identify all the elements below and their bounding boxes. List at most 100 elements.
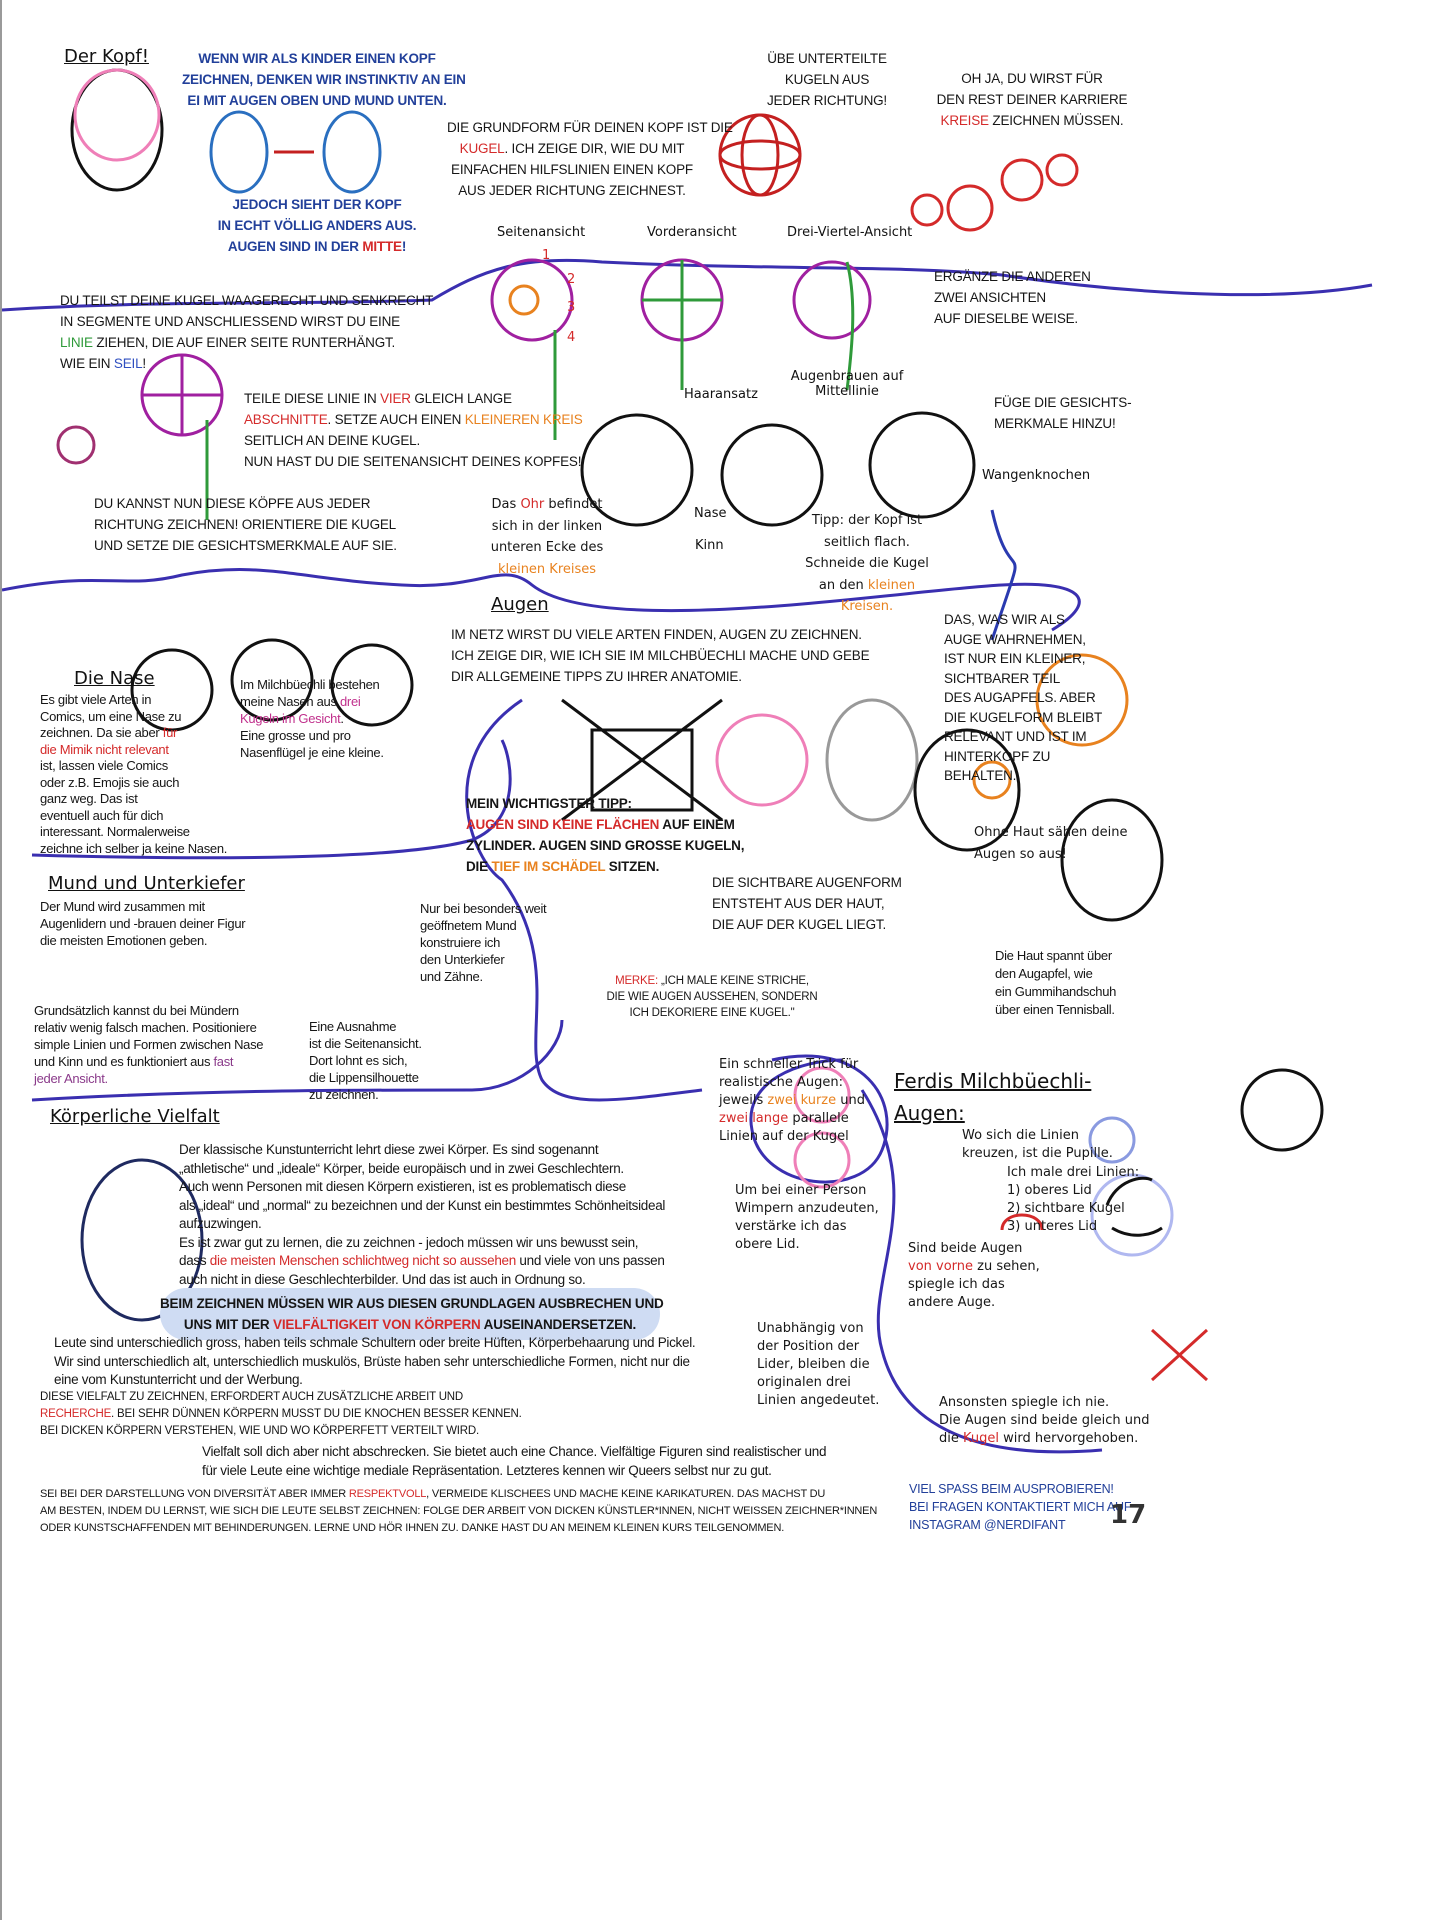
text-segment: : der Kopf ist	[839, 513, 923, 528]
text-line: TEILE DIESE LINIE IN VIER GLEICH LANGE	[244, 388, 583, 409]
segment-number-1: 1	[542, 248, 551, 263]
text-line: Comics, um eine Nase zu	[40, 709, 227, 726]
text-segment: ODER KUNSTSCHAFFENDEN MIT BEHINDERUNGEN.…	[40, 1522, 785, 1534]
text-segment: seitlich flach.	[824, 534, 910, 550]
segment-number-3: 3	[567, 300, 576, 315]
text-segment: zu zeichnen.	[309, 1087, 379, 1102]
text-line: die Kugel wird hervorgehoben.	[939, 1430, 1149, 1448]
text-line: 2) sichtbare Kugel	[1007, 1200, 1139, 1218]
text-segment: für viele Leute eine wichtige mediale Re…	[202, 1463, 772, 1478]
text-segment: über einen Tennisball.	[995, 1002, 1115, 1017]
text-segment: den Unterkiefer	[420, 952, 505, 967]
text-segment: Die Haut spannt über	[995, 948, 1112, 963]
text-line: VIEL SPASS BEIM AUSPROBIEREN!	[909, 1480, 1131, 1498]
text-line: über einen Tennisball.	[995, 1001, 1116, 1019]
text-segment: eine vom Kunstunterricht und der Werbung…	[54, 1372, 303, 1387]
text-segment: Auch wenn Personen mit diesen Körpern ex…	[179, 1179, 626, 1194]
text-line: DIR ALLGEMEINE TIPPS ZU IHRER ANATOMIE.	[451, 666, 869, 687]
text-line: eine vom Kunstunterricht und der Werbung…	[54, 1371, 695, 1390]
text-segment: als „ideal“ und „normal“ zu bezeichnen u…	[179, 1197, 666, 1213]
text-line: NUN HAST DU DIE SEITENANSICHT DEINES KOP…	[244, 451, 583, 472]
highlighted-text: TIEF IM SCHÄDEL	[491, 859, 606, 874]
front-view-icon	[640, 258, 724, 342]
text-segment: DIE	[466, 859, 492, 874]
text-segment: RELEVANT UND IST IM	[944, 729, 1087, 744]
text-segment: Grundsätzlich kannst du bei Mündern	[34, 1003, 239, 1018]
text-segment: kreuzen, ist die Pupille.	[962, 1146, 1113, 1161]
label-augenbrauen-1: Augenbrauen auf	[790, 369, 904, 384]
text-line: ICH DEKORIERE EINE KUGEL."	[592, 1005, 832, 1021]
section-title-kopf: Der Kopf!	[64, 46, 149, 67]
text-segment: Der Mund wird zusammen mit	[40, 899, 205, 914]
text-line: AUGEN SIND KEINE FLÄCHEN AUF EINEM	[466, 814, 744, 835]
text-segment: Linien auf der Kugel	[719, 1129, 849, 1144]
text-line: originalen drei	[757, 1374, 879, 1392]
text-line: seitlich flach.	[792, 532, 942, 554]
text-netz: IM NETZ WIRST DU VIELE ARTEN FINDEN, AUG…	[451, 624, 870, 687]
text-line: andere Auge.	[908, 1294, 1040, 1312]
highlighted-text: LINIE	[60, 335, 93, 350]
text-line: SICHTBARER TEIL	[944, 669, 1102, 689]
text-line: ganz weg. Das ist	[40, 791, 227, 808]
text-line: AUF DIESELBE WEISE.	[934, 308, 1091, 329]
text-segment: Es gibt viele Arten in	[40, 692, 152, 707]
text-segment: JEDOCH SIEHT DER KOPF	[232, 197, 402, 212]
text-segment: DIESE VIELFALT ZU ZEICHNEN, ERFORDERT AU…	[40, 1391, 464, 1403]
text-segment: Lider, bleiben die	[757, 1357, 870, 1372]
text-line: RICHTUNG ZEICHNEN! ORIENTIERE DIE KUGEL	[94, 514, 397, 535]
text-segment: EINFACHEN HILFSLINIEN EINEN KOPF	[451, 162, 693, 177]
text-line: oder z.B. Emojis sie auch	[40, 775, 227, 792]
text-line: ERGÄNZE DIE ANDEREN	[934, 266, 1091, 287]
text-segment: meine Nasen aus	[240, 694, 340, 709]
text-segment: Wo sich die Linien	[962, 1128, 1080, 1143]
text-segment: DIR ALLGEMEINE TIPPS ZU IHRER ANATOMIE.	[451, 669, 742, 684]
text-line: Der Mund wird zusammen mit	[40, 898, 245, 915]
text-line: Unabhängig von	[757, 1320, 879, 1338]
text-line: OH JA, DU WIRST FÜR	[932, 68, 1132, 89]
text-line: Sind beide Augen	[908, 1240, 1040, 1258]
text-line: Augen so aus!	[974, 844, 1128, 866]
text-line: LINIE ZIEHEN, DIE AUF EINER SEITE RUNTER…	[60, 332, 433, 353]
text-line: unteren Ecke des	[482, 537, 612, 559]
text-line: ICH ZEIGE DIR, WIE ICH SIE IM MILCHBÜECH…	[451, 645, 870, 666]
page-number: 17	[1110, 1500, 1147, 1530]
text-line: Leute sind unterschiedlich gross, haben …	[54, 1334, 696, 1353]
highlighted-text: kleinen Kreises	[497, 561, 597, 577]
text-segment: obere Lid.	[735, 1237, 800, 1252]
label-haaransatz: Haaransatz	[684, 387, 758, 402]
text-line: Kugeln im Gesicht.	[240, 710, 384, 727]
text-line: SEITLICH AN DEINE KUGEL.	[244, 430, 583, 451]
text-line: Ansonsten spiegle ich nie.	[939, 1394, 1149, 1412]
text-line: Schneide die Kugel	[792, 553, 942, 575]
text-line: verstärke ich das	[735, 1218, 879, 1236]
text-segment: oder z.B. Emojis sie auch	[40, 774, 180, 790]
text-segment: AM BESTEN, INDEM DU LERNST, WIE SICH DIE…	[40, 1505, 878, 1517]
highlighted-text: die Mimik nicht relevant	[40, 741, 169, 757]
text-line: MEIN WICHTIGSTER TIPP:	[466, 793, 744, 814]
text-line: Ein schneller Trick für	[719, 1056, 865, 1074]
text-line: IN ECHT VÖLLIG ANDERS AUS.	[202, 215, 432, 236]
text-segment: IST NUR EIN KLEINER,	[944, 651, 1086, 666]
highlighted-text: KLEINEREN KREIS	[464, 412, 583, 427]
text-segment: DIE WIE AUGEN AUSSEHEN, SONDERN	[606, 991, 818, 1003]
text-line: Die Augen sind beide gleich und	[939, 1412, 1149, 1430]
text-segment: INSTAGRAM @NERDIFANT	[909, 1518, 1066, 1532]
text-line: Nasenflügel je eine kleine.	[240, 744, 384, 761]
section-title-mund: Mund und Unterkiefer	[48, 873, 245, 894]
text-line: relativ wenig falsch machen. Positionier…	[34, 1019, 263, 1036]
text-line: Wir sind unterschiedlich alt, unterschie…	[54, 1353, 695, 1372]
text-line: UND SETZE DIE GESICHTSMERKMALE AUF SIE.	[94, 535, 397, 556]
highlighted-text: drei	[339, 694, 361, 709]
text-line: die Lippensilhouette	[309, 1069, 422, 1086]
